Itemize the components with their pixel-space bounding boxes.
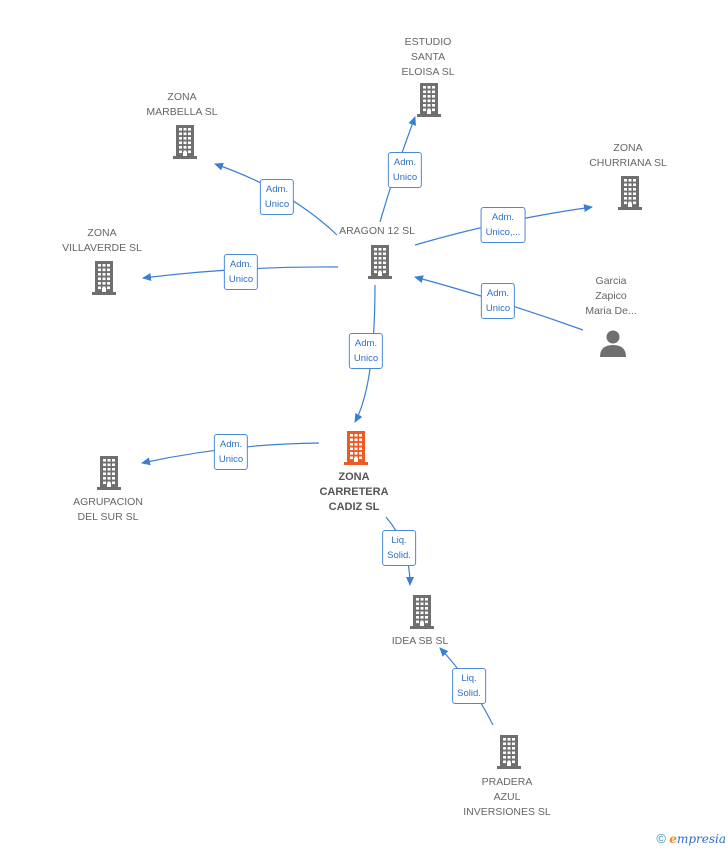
node-label-aragon[interactable]: ARAGON 12 SL: [339, 225, 415, 237]
copyright-symbol: ©: [656, 831, 666, 846]
edge-label-carretera-agrupacion[interactable]: Adm. Unico: [213, 434, 249, 470]
node-label-garcia[interactable]: Garcia Zapico Maria De...: [585, 275, 637, 317]
brand-logo: empresia: [669, 832, 726, 846]
building-icon[interactable]: [92, 261, 116, 300]
edge-label-pradera-idea[interactable]: Liq. Solid.: [452, 668, 486, 704]
node-label-carretera[interactable]: ZONA CARRETERA CADIZ SL: [319, 471, 389, 513]
node-label-pradera[interactable]: PRADERA AZUL INVERSIONES SL: [463, 776, 551, 818]
footer-brand: © empresia: [656, 831, 726, 846]
edge-label-aragon-carretera[interactable]: Adm. Unico: [348, 333, 384, 369]
edge-label-garcia-aragon[interactable]: Adm. Unico: [480, 283, 516, 319]
building-icon[interactable]: [497, 735, 521, 774]
person-icon[interactable]: [599, 329, 627, 362]
building-icon[interactable]: [344, 431, 368, 470]
building-icon[interactable]: [410, 595, 434, 634]
edge-label-aragon-churriana[interactable]: Adm. Unico,...: [480, 207, 526, 243]
edge-label-aragon-villaverde[interactable]: Adm. Unico: [223, 254, 259, 290]
node-label-estudio[interactable]: ESTUDIO SANTA ELOISA SL: [401, 36, 455, 78]
edge-label-aragon-marbella[interactable]: Adm. Unico: [259, 179, 295, 215]
building-icon[interactable]: [368, 245, 392, 284]
node-label-agrupacion[interactable]: AGRUPACION DEL SUR SL: [73, 496, 143, 523]
node-label-marbella[interactable]: ZONA MARBELLA SL: [146, 91, 218, 118]
edge-label-aragon-estudio[interactable]: Adm. Unico: [387, 152, 423, 188]
edge-label-carretera-idea[interactable]: Liq. Solid.: [382, 530, 416, 566]
edge-aragon-carretera: [354, 284, 376, 423]
building-icon[interactable]: [173, 125, 197, 164]
building-icon[interactable]: [417, 83, 441, 122]
node-label-idea[interactable]: IDEA SB SL: [391, 635, 449, 647]
node-label-villaverde[interactable]: ZONA VILLAVERDE SL: [62, 227, 142, 254]
building-icon[interactable]: [618, 176, 642, 215]
node-label-churriana[interactable]: ZONA CHURRIANA SL: [589, 142, 667, 169]
building-icon[interactable]: [97, 456, 121, 495]
